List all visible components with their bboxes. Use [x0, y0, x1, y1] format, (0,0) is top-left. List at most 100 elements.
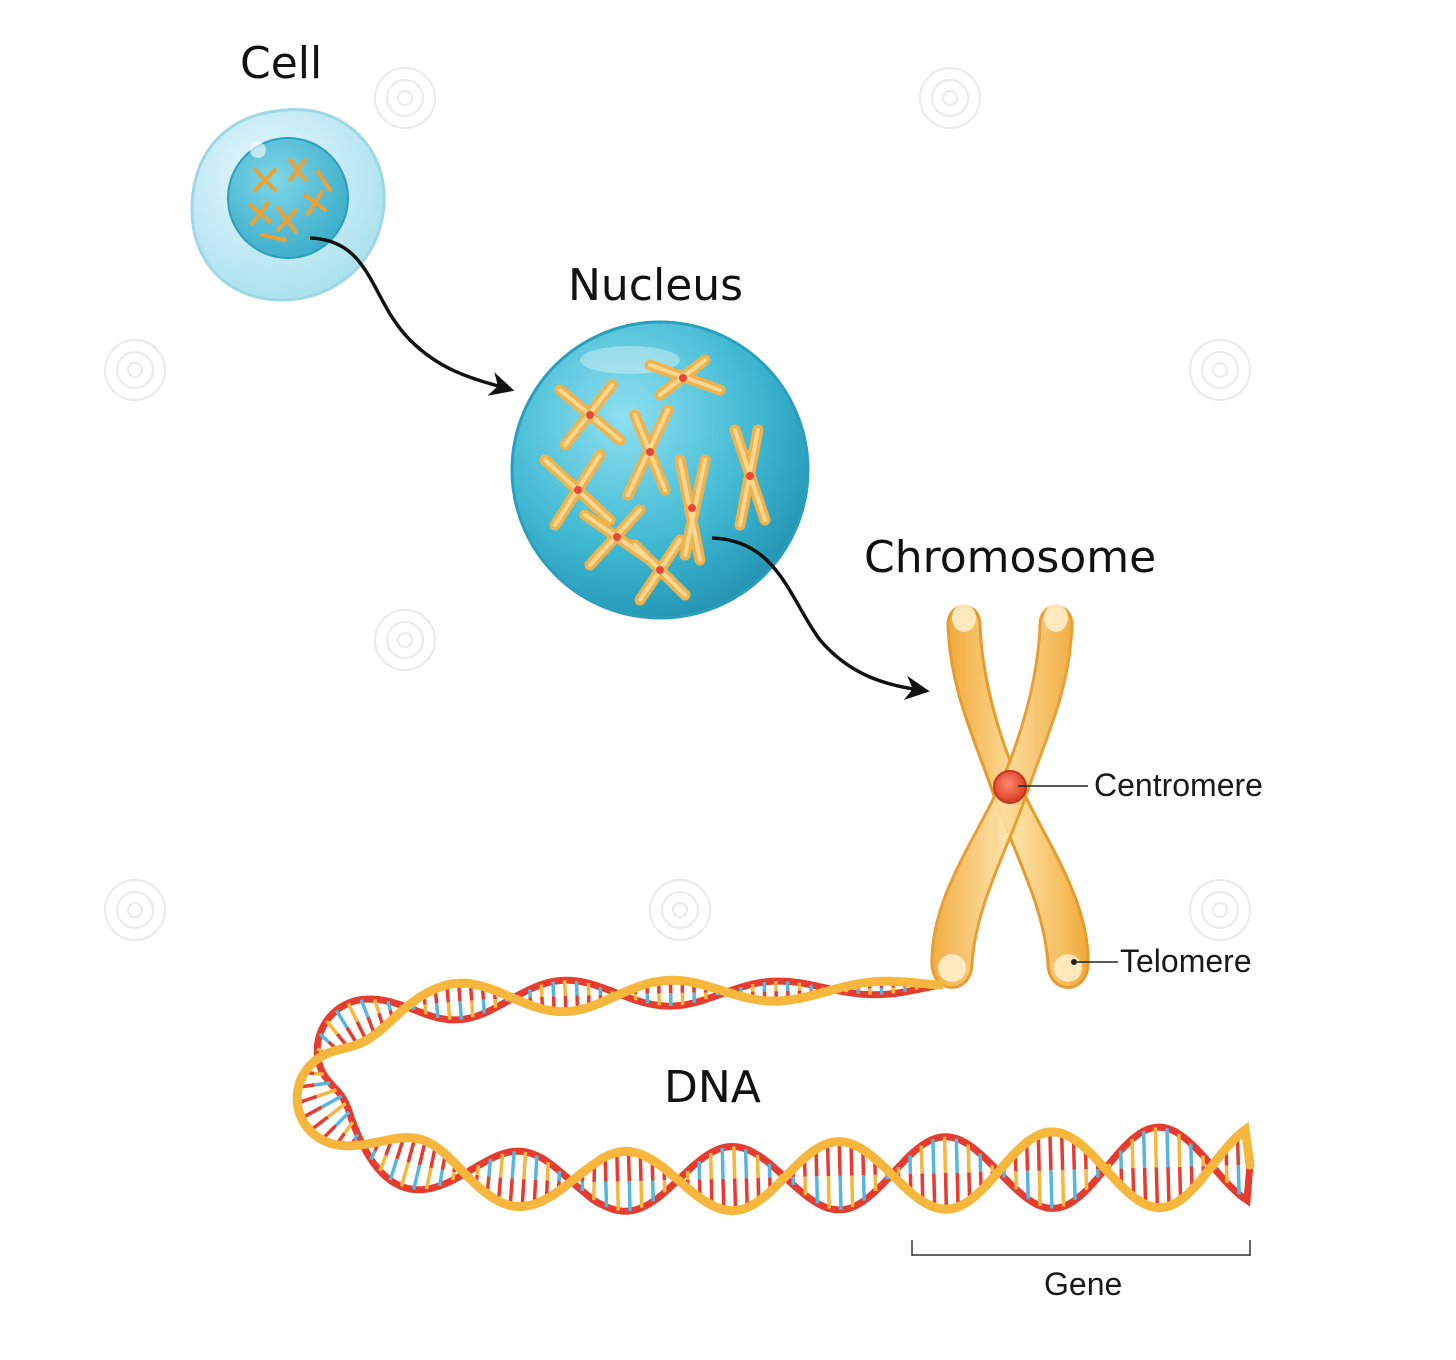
chromosome-telomeres: [938, 604, 1082, 982]
base-pair-half: [313, 1071, 324, 1076]
base-pair-half: [604, 1181, 609, 1207]
base-pair-half: [437, 1169, 445, 1187]
base-pair-half: [615, 1181, 621, 1211]
cell-nucleus: [227, 137, 349, 259]
spiral-watermark-icon: [374, 609, 436, 671]
arrow-cell-to-nucleus: [309, 236, 515, 396]
base-pair-half: [1165, 1128, 1170, 1168]
base-pair-half: [481, 999, 486, 1014]
base-pair-half: [626, 1151, 632, 1182]
base-pair-half: [334, 1110, 351, 1128]
base-pair-half: [825, 1143, 831, 1177]
base-pair-half: [493, 998, 498, 1008]
cell-label: Cell: [240, 38, 322, 89]
base-pair-half: [1153, 1127, 1159, 1168]
base-pair-half: [423, 1004, 428, 1015]
base-pair-half: [1118, 1150, 1123, 1169]
base-pair-half: [326, 1101, 347, 1119]
base-pair-half: [487, 1158, 493, 1177]
base-pair-half: [943, 1172, 949, 1210]
base-pair-half: [1142, 1167, 1148, 1205]
base-pair-half: [1236, 1165, 1241, 1195]
base-pair-half: [978, 1153, 983, 1173]
cell-illustration: [190, 107, 386, 302]
base-pair-half: [1036, 1135, 1041, 1171]
base-pair-half: [458, 1001, 464, 1020]
base-pair-half: [708, 1152, 714, 1180]
base-pair-half: [386, 1000, 392, 1011]
nucleus-chromosomes: [539, 354, 771, 606]
base-pair-half: [942, 1136, 948, 1174]
spiral-watermark-icon: [104, 879, 166, 941]
base-pair-half: [574, 980, 579, 996]
base-pair-half: [955, 1172, 960, 1207]
base-pair-half: [1084, 1169, 1089, 1191]
spiral-watermark-icon: [374, 67, 436, 129]
base-pair-half: [399, 1161, 410, 1187]
spiral-watermark-icon: [104, 339, 166, 401]
base-pair-half: [954, 1138, 959, 1173]
base-pair-half: [850, 1175, 855, 1208]
base-pair-half: [755, 1154, 760, 1178]
base-pair-half: [826, 1175, 831, 1209]
base-pair-half: [1177, 1133, 1182, 1167]
base-pair-half: [475, 1165, 481, 1176]
cell-chromosomes: [248, 158, 332, 242]
base-pair-half: [378, 1154, 388, 1172]
base-pair-half: [446, 1002, 452, 1020]
base-pair-half: [838, 1175, 843, 1210]
base-pair-half: [318, 1032, 330, 1044]
nucleus-illustration: [510, 320, 810, 620]
base-pair-half: [539, 984, 544, 997]
base-pair-half: [434, 1003, 440, 1019]
chromosome-illustration: [930, 604, 1090, 989]
dna-strand-orange: [292, 975, 1255, 1216]
base-pair-half: [1048, 1131, 1053, 1171]
watermark-layer: [104, 67, 1251, 941]
base-pair-half: [931, 1139, 936, 1174]
base-pair-half: [1166, 1167, 1171, 1207]
base-pair-half: [533, 1155, 539, 1180]
base-pair-half: [908, 1155, 913, 1174]
base-pair-half: [343, 1121, 355, 1135]
base-pair-half: [316, 1047, 323, 1053]
nucleus-label: Nucleus: [568, 260, 743, 311]
base-pair-half: [424, 1167, 433, 1190]
base-pair-half: [562, 980, 568, 996]
base-pair-half: [1141, 1131, 1147, 1168]
base-pair-half: [732, 1146, 737, 1179]
chromosome-label: Chromosome: [864, 532, 1156, 583]
base-pair-half: [919, 1145, 924, 1174]
dna-double-helix: [292, 975, 1255, 1216]
base-pair-half: [411, 1164, 422, 1190]
base-pair-half: [498, 1153, 505, 1178]
base-pair-half: [545, 1162, 550, 1181]
base-pair-half: [1060, 1169, 1066, 1207]
base-pair-half: [1059, 1133, 1065, 1170]
base-pair-half: [369, 1149, 377, 1161]
base-pair-half: [316, 1088, 337, 1099]
base-pair-half: [314, 1081, 331, 1087]
base-pair-half: [720, 1147, 725, 1179]
base-pair-half: [1154, 1167, 1160, 1208]
base-pair-half: [1189, 1143, 1194, 1167]
base-pair-half: [1130, 1139, 1135, 1169]
base-pair-half: [743, 1148, 749, 1179]
base-pair-half: [346, 1002, 359, 1023]
spiral-watermark-icon: [1189, 339, 1251, 401]
base-pair-half: [814, 1176, 820, 1204]
base-pair-half: [469, 1000, 475, 1018]
cell-highlight: [250, 142, 266, 158]
base-pair-half: [551, 981, 556, 997]
base-pair-half: [837, 1141, 842, 1176]
spiral-watermark-icon: [1189, 879, 1251, 941]
base-pair-half: [450, 1171, 456, 1181]
gene-label: Gene: [1044, 1266, 1122, 1302]
dna-label: DNA: [664, 1062, 761, 1113]
base-pair-half: [510, 1151, 516, 1179]
base-pair-half: [615, 1152, 620, 1182]
gene-bracket: [911, 1240, 1251, 1256]
base-pair-half: [352, 1133, 360, 1141]
base-pair-half: [932, 1173, 937, 1208]
